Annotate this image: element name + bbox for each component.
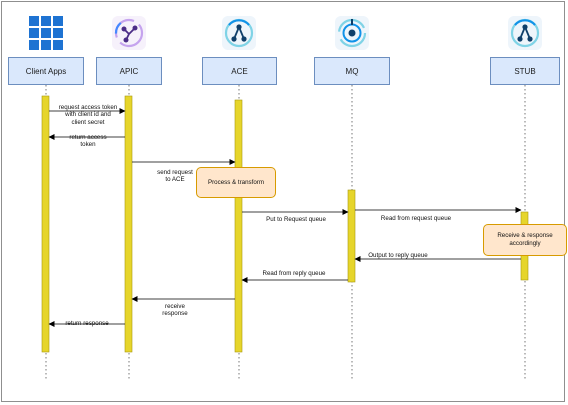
message-line: to ACE [165, 176, 185, 184]
message-line: receive [165, 303, 185, 310]
message-label-read-reply-queue: Read from reply queue [262, 270, 326, 277]
note-text: accordingly [509, 240, 541, 247]
participant-ace: ACE [202, 57, 277, 85]
message-line: return access [69, 134, 107, 141]
message-label-output-reply-queue: Output to reply queue [368, 252, 428, 259]
message-line: send request [157, 169, 193, 176]
note-text: Receive & response [497, 232, 553, 240]
message-line: client secret [71, 118, 105, 126]
participant-stub: STUB [490, 57, 560, 85]
activation-apic [124, 95, 133, 353]
app-connect-enterprise-icon [507, 15, 543, 51]
participant-apic: APIC [96, 57, 162, 85]
message-line: token [80, 141, 96, 149]
participant-mq: MQ [314, 57, 390, 85]
message-label-return-response: return response [65, 320, 109, 327]
message-line: request access token [58, 104, 118, 111]
message-label-return-token: return access token [52, 134, 124, 149]
message-label-send-request: send request to ACE [140, 169, 210, 184]
message-label-request-token: request access token with client id and … [52, 104, 124, 126]
participant-client-apps: Client Apps [8, 57, 84, 85]
windows-grid-icon [28, 15, 64, 51]
note-text: Process & transform [207, 178, 265, 186]
message-label-read-request-queue: Read from request queue [380, 215, 452, 222]
activation-client-apps [41, 95, 50, 353]
mq-icon [334, 15, 370, 51]
note-receive-response: Receive & response accordingly [483, 224, 567, 256]
activation-ace [234, 99, 243, 353]
message-label-put-request-queue: Put to Request queue [266, 216, 326, 223]
message-line: response [162, 310, 188, 318]
message-line: with client id and [65, 111, 111, 119]
app-connect-enterprise-icon [221, 15, 257, 51]
activation-mq [347, 189, 356, 283]
message-label-receive-response: receive response [150, 303, 200, 318]
api-connect-icon [111, 15, 147, 51]
note-process-transform: Process & transform [196, 167, 276, 198]
